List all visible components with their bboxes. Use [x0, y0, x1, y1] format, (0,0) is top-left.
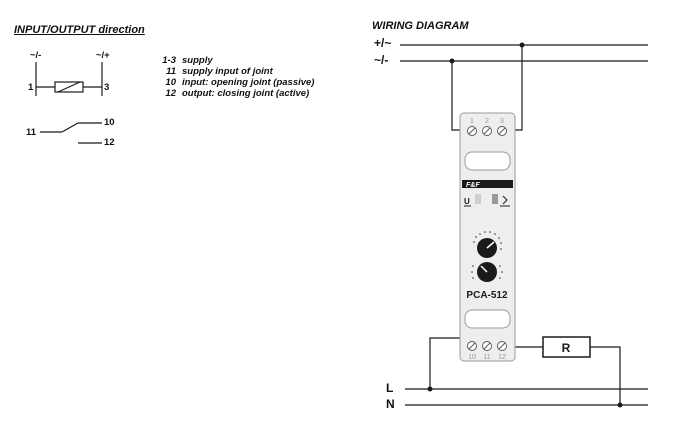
load-resistor — [542, 336, 591, 358]
wire-L-to-11 — [429, 337, 466, 389]
junction-dot — [449, 58, 455, 64]
top-terminal-number: 2 — [485, 118, 489, 125]
u-indicator-label: U — [464, 197, 470, 206]
terminal-1-label: 1 — [28, 82, 34, 93]
screw-slot — [468, 342, 476, 350]
coil-diagonal — [57, 81, 81, 93]
coil-symbol — [54, 81, 84, 93]
screw-slot — [483, 127, 491, 135]
terminal-11-label: 11 — [26, 127, 37, 138]
u-led — [475, 194, 481, 204]
load-label: R — [562, 341, 571, 355]
wire-R-to-N — [590, 346, 621, 405]
knob-pointer — [480, 265, 488, 273]
top-terminal-number: 3 — [500, 118, 504, 125]
terminal-3-label: 3 — [104, 82, 110, 93]
screw-slot — [498, 342, 506, 350]
bottom-label-slot — [464, 309, 511, 329]
right-polarity-label: ~/+ — [96, 50, 110, 61]
brand-strip — [462, 180, 513, 188]
screw-slot — [498, 127, 506, 135]
module-housing — [459, 112, 516, 362]
top-label-slot — [464, 151, 511, 171]
screw-slot — [468, 127, 476, 135]
knob-pointer — [486, 241, 495, 249]
brand-logo: F&F — [466, 182, 480, 189]
left-polarity-label: ~/- — [30, 50, 42, 61]
relay-contact-icon — [502, 195, 508, 205]
bus-plus-label: +/~ — [374, 36, 392, 50]
bus-L-label: L — [386, 381, 394, 395]
top-terminal-number: 1 — [470, 118, 474, 125]
bottom-terminal-number: 11 — [483, 354, 490, 361]
relay-led — [492, 194, 498, 204]
terminal-10-label: 10 — [104, 117, 115, 128]
screw-slot — [483, 342, 491, 350]
bus-minus-label: ~/- — [374, 53, 389, 67]
bottom-terminal-number: 10 — [468, 354, 476, 361]
wiring-diagram-title: WIRING DIAGRAM — [372, 20, 469, 32]
contact-arm — [61, 122, 79, 133]
junction-dot — [617, 402, 623, 408]
io-direction-title: INPUT/OUTPUT direction — [14, 24, 145, 36]
relay-module: F&F U PCA-512 1 2 3 — [459, 112, 516, 362]
bottom-terminal-number: 12 — [498, 354, 506, 361]
knob-scale-ticks — [471, 231, 503, 279]
junction-dot — [519, 42, 525, 48]
bus-N-label: N — [386, 397, 395, 411]
junction-dot — [427, 386, 433, 392]
terminal-12-label: 12 — [104, 137, 115, 148]
model-label: PCA-512 — [466, 290, 508, 301]
